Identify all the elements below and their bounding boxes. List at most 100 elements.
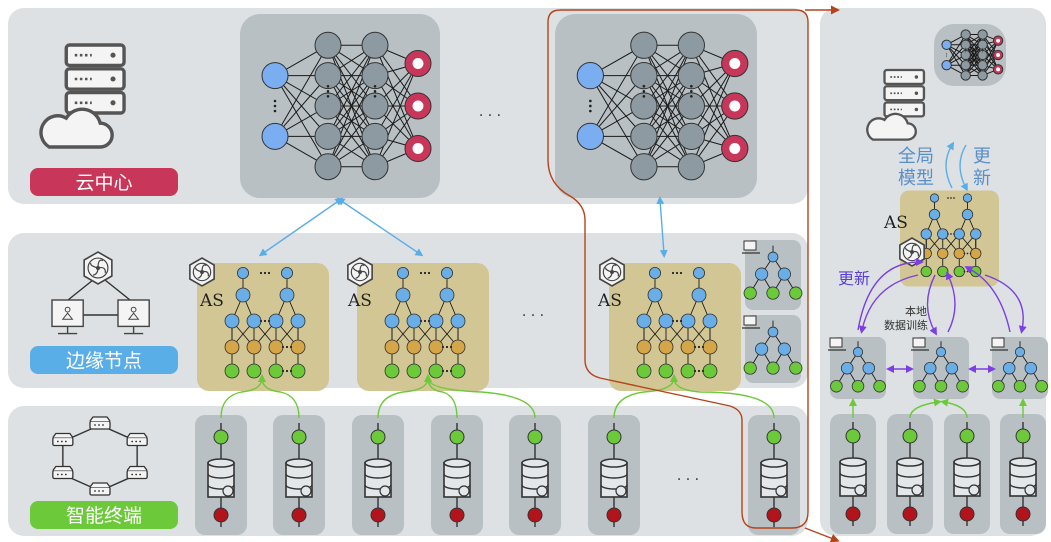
tree-dots — [281, 369, 285, 373]
tree-dots — [950, 197, 952, 199]
terminal-bottom-node — [527, 507, 543, 523]
database-ring — [364, 473, 392, 490]
tree-node — [970, 228, 982, 240]
tree-node — [224, 363, 240, 379]
nn-hidden-node — [677, 31, 705, 59]
nn-hidden-node — [314, 122, 342, 150]
database-ring — [839, 472, 867, 489]
tree-node — [396, 266, 409, 279]
tree-node — [1013, 379, 1027, 393]
tree-node — [702, 363, 718, 379]
nn-output-ring — [996, 67, 1001, 72]
cloud-label-text: 云中心 — [75, 172, 132, 194]
tree-dots — [281, 345, 285, 349]
tree-node — [862, 361, 876, 375]
tree-dots — [675, 319, 679, 323]
tree-node — [767, 326, 779, 338]
edge-model-3 — [609, 263, 741, 391]
nn-edge — [643, 75, 692, 167]
edge-model-1 — [197, 263, 329, 391]
detail-edge-node-3-tree — [992, 341, 1048, 393]
tree-node — [830, 379, 843, 393]
router-led — [60, 473, 63, 476]
edge-small-monitor-2 — [742, 315, 760, 329]
tree-node — [268, 313, 284, 329]
tree-dots — [259, 271, 263, 275]
fan-ring — [902, 242, 922, 262]
edge-label-text: 边缘节点 — [66, 350, 142, 372]
detail-terminal-2 — [887, 414, 933, 534]
tree-dots — [671, 271, 675, 275]
router-led — [102, 424, 104, 426]
nn-hidden-node — [361, 62, 389, 90]
tree-node — [384, 339, 400, 355]
nn-dots — [642, 84, 646, 88]
terminal-label-text: 智能终端 — [66, 505, 142, 527]
tree-node — [636, 363, 652, 379]
terminal-top-node — [213, 429, 229, 445]
terminal-edge-arrow-3 — [377, 374, 432, 419]
tree-node — [428, 363, 444, 379]
nn-dots — [965, 47, 967, 49]
tree-node — [450, 313, 466, 329]
tree-node — [789, 361, 803, 375]
detail-edge-node-1-tree — [830, 341, 886, 393]
nn-hidden-node — [677, 92, 705, 120]
tree-dots — [693, 345, 697, 349]
router-led — [139, 473, 142, 476]
tree-node — [246, 313, 262, 329]
local-training-label: 本地数据训练 — [884, 304, 928, 332]
nn-hidden-node — [630, 153, 658, 181]
nn-hidden-node — [977, 60, 988, 71]
nn-hidden-node — [314, 31, 342, 59]
terminal-bottom-node — [959, 506, 975, 522]
tree-dots — [679, 271, 683, 275]
nn-dots — [946, 56, 948, 58]
terminal-bottom-node — [845, 506, 861, 522]
tree-dots — [950, 233, 952, 235]
nn-input-node — [261, 62, 289, 90]
nn-hidden-node — [361, 31, 389, 59]
as-icon-1 — [189, 257, 215, 287]
monitor-glyph — [61, 312, 74, 320]
detail-term-arrow-3 — [940, 398, 968, 419]
terminal-top-node — [902, 428, 918, 444]
nn-input-node — [261, 122, 289, 150]
database-top — [285, 458, 313, 468]
terminal-device-5 — [509, 415, 561, 535]
tree-node — [923, 361, 937, 375]
tree-dots — [289, 345, 293, 349]
gear-icon — [968, 484, 980, 496]
detail-purple-up-1 — [857, 258, 924, 331]
database-ring — [953, 472, 981, 489]
edge-topology-monitor-left — [51, 299, 84, 335]
server-unit — [64, 67, 126, 91]
database-top — [760, 458, 788, 468]
router-led — [64, 473, 67, 476]
tree-node — [658, 313, 674, 329]
tree-node — [743, 286, 757, 300]
nn-hidden-node — [677, 153, 705, 181]
nn-hidden-node — [314, 92, 342, 120]
nn-edge — [374, 63, 419, 167]
nn-edge — [274, 45, 329, 137]
router-body — [52, 436, 74, 447]
tree-dots — [671, 319, 675, 323]
terminal-bottom-node — [213, 507, 229, 523]
database-top — [443, 458, 471, 468]
tree-dots — [423, 319, 427, 323]
tree-dots — [679, 319, 683, 323]
tree-node — [428, 339, 444, 355]
as-label-1: AS — [199, 291, 224, 311]
tree-dots — [445, 369, 449, 373]
terminal-top-node — [370, 429, 386, 445]
router-led — [139, 440, 142, 443]
router-led — [94, 424, 96, 426]
tree-dots — [285, 345, 289, 349]
as-icon-2 — [347, 257, 373, 287]
nn-hidden-node — [960, 60, 971, 71]
tree-node — [702, 313, 718, 329]
nn-edge — [374, 75, 419, 149]
nn-dots — [326, 84, 330, 88]
tree-node — [937, 247, 949, 260]
